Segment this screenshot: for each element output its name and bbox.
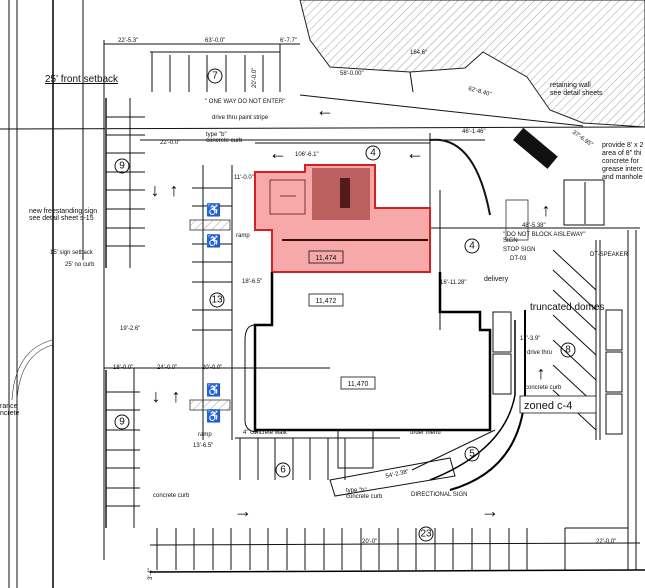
arrow-down-icon: ↓	[151, 180, 160, 200]
ramp-label: ramp	[236, 233, 250, 239]
dimension-label: 62'-8.40"	[467, 86, 491, 98]
dimension-label: 24'-0.0"	[157, 365, 177, 371]
do-not-block-label: SIGN	[503, 238, 518, 244]
building	[244, 164, 526, 497]
dimension-label: 3'-4"	[148, 568, 154, 580]
dimension-label: 20'-0.0"	[202, 365, 222, 371]
arrow-up-icon: ↑	[170, 180, 179, 200]
dimension-label: 22'-5.3"	[118, 38, 138, 44]
area-label-lower: 11,470	[348, 381, 369, 388]
ramp-label: ramp	[198, 432, 212, 438]
grease-note: area of 8" thi	[602, 150, 642, 157]
arrow-up-icon: ↑	[542, 200, 551, 220]
retaining-wall-note: see detail sheets	[550, 90, 603, 97]
sign-note: new freestanding sign	[29, 208, 97, 215]
zoning-label: zoned c-4	[524, 400, 572, 412]
dimension-label: 22'-0.0"	[596, 539, 616, 545]
drive-thru-stripe-label: drive thru paint stripe	[212, 115, 269, 121]
dimension-label: 18'-6.5"	[242, 279, 262, 285]
dimension-label: 58'-0.00"	[340, 71, 364, 77]
entrance-label: ncrete	[0, 410, 20, 417]
dimension-label: 48'-5.38"	[522, 223, 546, 229]
dimension-label: 20'-0"	[362, 539, 377, 545]
stall-count: 8	[565, 345, 571, 356]
annotations: 25' front setback new freestanding sign …	[0, 74, 644, 500]
dimension-label: 18'-0.0"	[113, 365, 133, 371]
dt-03-label: DT-03	[510, 256, 527, 262]
stall-count: 7	[212, 71, 218, 82]
stall-count: 13	[211, 295, 223, 306]
one-way-label: " ONE WAY DO NOT ENTER"	[205, 99, 285, 105]
dimension-label: 20'-0.0"	[252, 68, 258, 88]
arrow-down-icon: ↓	[152, 386, 161, 406]
curb-label: type "b"	[346, 488, 367, 494]
area-label-upper: 11,474	[316, 255, 337, 262]
entrance-label: rance	[0, 403, 18, 410]
stall-count: 23	[420, 529, 432, 540]
dimension-label: 6'-7.7"	[280, 38, 297, 44]
stall-count: 4	[370, 148, 376, 159]
delivery-label: delivery	[484, 276, 509, 283]
arrow-up-icon: ↑	[172, 386, 181, 406]
hatched-slope-area	[299, 0, 645, 128]
parking-stalls	[104, 44, 640, 570]
curb-label: concrete curb	[153, 493, 190, 499]
arrow-left-icon: ←	[269, 143, 287, 163]
arrow-left-icon: ←	[406, 143, 424, 163]
stall-counts: 7 9 4 4 13 9 6 8 5 23	[114, 68, 576, 542]
stall-count: 9	[119, 161, 125, 172]
dimension-label: 164.6°	[410, 50, 428, 56]
sign-setback-label: 15' sign setback	[50, 250, 94, 256]
arrow-left-icon: ←	[316, 100, 334, 120]
accessible-parking-icon: ♿	[206, 409, 221, 423]
arrow-up-icon: ↑	[537, 363, 546, 383]
grease-note: and manhole	[602, 174, 643, 181]
dimension-label: 22'-0.0"	[160, 140, 180, 146]
grease-note: concrete for	[602, 158, 640, 165]
stop-sign-label: STOP SIGN	[503, 247, 535, 253]
dimension-label: 11'-0.0"	[234, 175, 254, 181]
order-menu-label: order menu	[410, 430, 441, 436]
dimension-label: 19'-2.6"	[120, 326, 140, 332]
accessible-parking-icon: ♿	[206, 383, 221, 397]
curb-label: type "b"	[206, 132, 227, 138]
arrow-right-icon: →	[234, 501, 252, 521]
do-not-block-label: " DO NOT BLOCK AISLEWAY"	[503, 232, 586, 238]
dimension-label: 63'-0.0"	[205, 38, 225, 44]
directional-sign-label: DIRECTIONAL SIGN	[411, 492, 467, 498]
stall-count: 4	[469, 241, 475, 252]
concrete-walk-label: 4" concrete walk	[243, 430, 288, 436]
dimension-label: 37'-6.95"	[571, 130, 594, 148]
arrow-right-icon: →	[481, 501, 499, 521]
dimension-label: 16'-11.28"	[440, 280, 467, 286]
dimension-label: 46'-1.46"	[462, 129, 486, 135]
dimension-label: 106'-6.1"	[295, 152, 319, 158]
curb-label: concrete curb	[346, 494, 383, 500]
retaining-wall-note: retaining wall	[550, 82, 591, 89]
dimension-label: 54'-2.38"	[385, 469, 409, 480]
no-curb-label: 25' no curb	[65, 262, 95, 268]
accessible-parking-icon: ♿	[206, 234, 221, 248]
stall-count: 6	[280, 465, 286, 476]
drive-thru-label: drive thru	[527, 350, 552, 356]
curb-label: concrete curb	[525, 385, 562, 391]
dimension-label: 17'-3.9"	[520, 336, 540, 342]
truncated-domes-label: truncated domes	[530, 302, 605, 313]
grease-note: grease interc	[602, 166, 643, 173]
accessible-parking-icon: ♿	[206, 203, 221, 217]
grease-note: provide 8' x 2	[602, 142, 644, 149]
front-setback-label: 25' front setback	[45, 74, 119, 85]
dt-speaker-label: DT-SPEAKER	[590, 252, 629, 258]
sign-note: see detail sheet s-15	[29, 215, 94, 222]
stall-count: 9	[119, 417, 125, 428]
curb-label: concrete curb	[206, 138, 243, 144]
stall-count: 5	[469, 449, 475, 460]
dimension-label: 13'-6.5"	[193, 443, 213, 449]
area-label-middle: 11,472	[316, 298, 337, 305]
